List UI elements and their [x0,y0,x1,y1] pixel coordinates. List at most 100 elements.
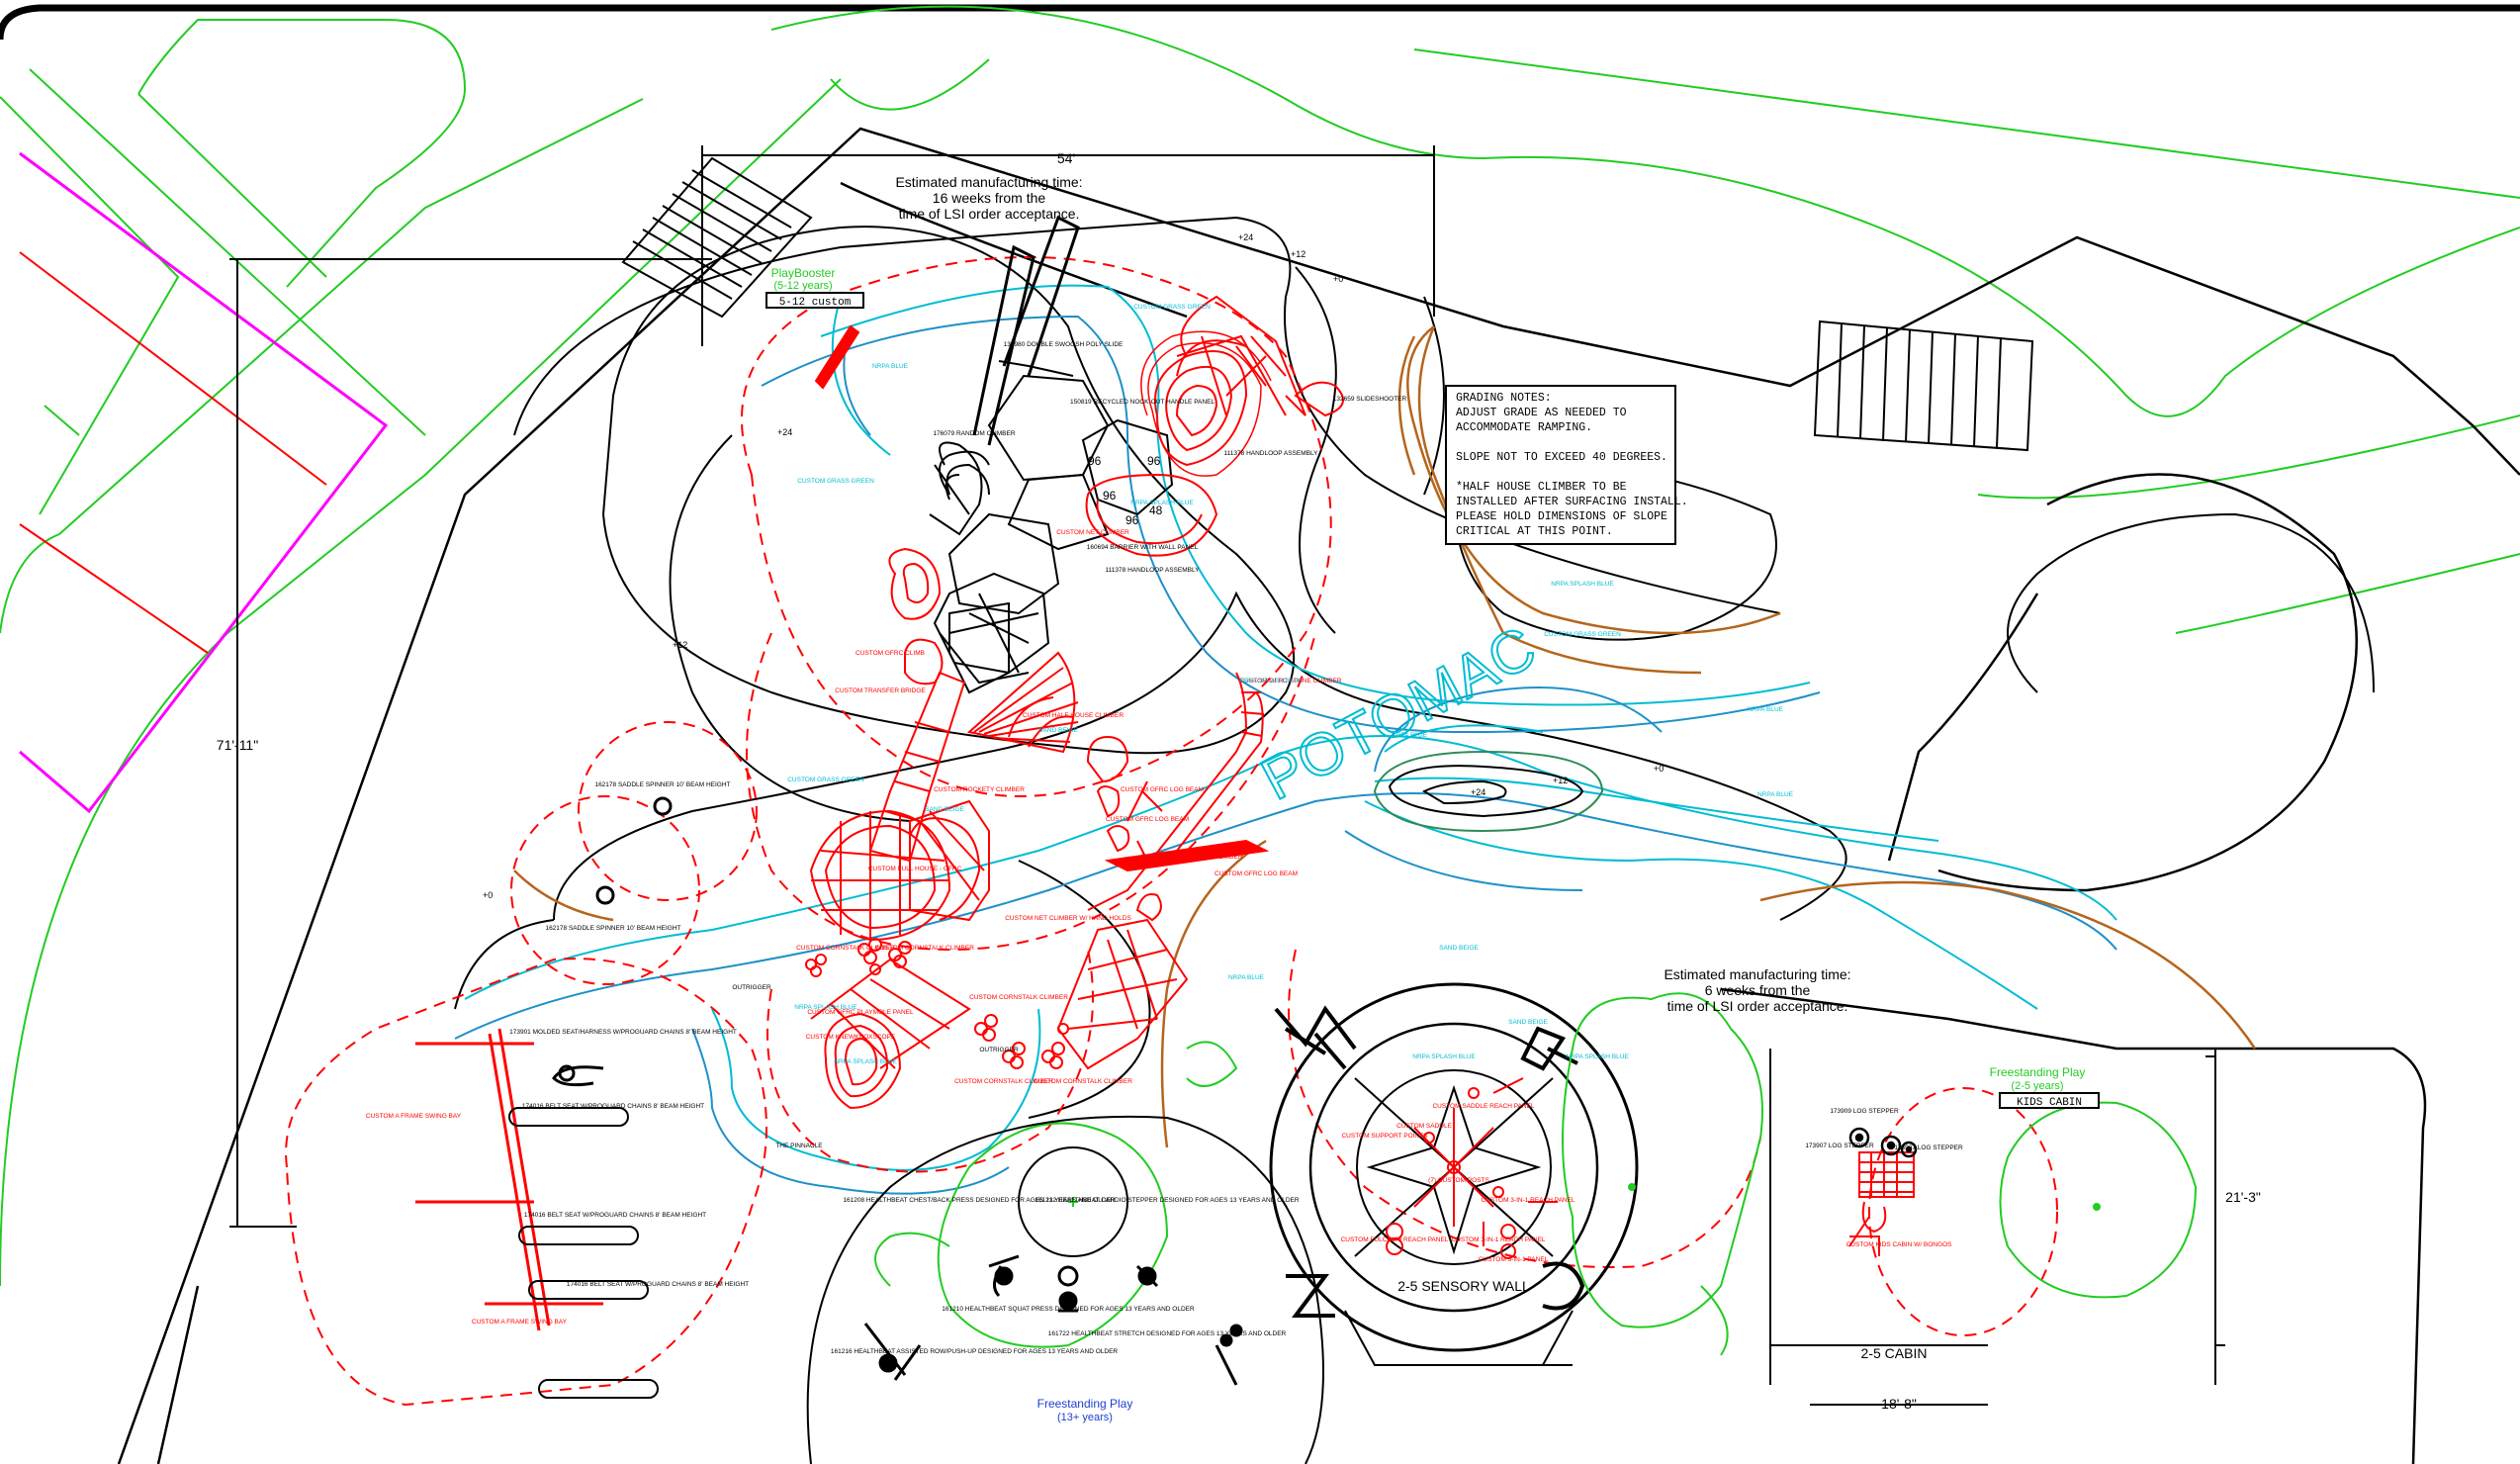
grading-note-line: ADJUST GRADE AS NEEDED TO [1456,407,1627,419]
surface-label: NRPA SPLASH BLUE [1551,581,1614,588]
cabin-label: 2-5 CABIN [1861,1345,1928,1361]
dim-height-left: 71'-11" [217,737,258,753]
equipment-label: CUSTOM CORNSTALK CLIMBER [1034,1078,1132,1085]
playbooster-tag-box [765,292,864,309]
saddle-spinners [595,796,673,905]
zone-labels: PlayBooster (5-12 years) 5-12 custom Fre… [765,266,2100,1423]
surface-label: SAND BEIGE [1439,945,1479,952]
equipment-label: CUSTOM KNEWKNOXSCOPE [806,1034,896,1041]
surface-label: NRPA BLUE [1228,974,1265,981]
potomac-river-label: POTOMAC [1251,613,1546,812]
deck-height: 48 [1149,503,1163,517]
grading-note-line: CRITICAL AT THIS POINT. [1456,525,1613,538]
drawing-border [0,4,2520,41]
playbooster-tag: 5-12 custom [779,297,852,309]
sensory-wall-label: 2-5 SENSORY WALL [1397,1278,1530,1294]
equipment-label: CUSTOM 3-IN-1 REACH PANEL [1481,1197,1575,1204]
freestanding-teen-name: Freestanding Play [1037,1397,1133,1411]
equipment-label: 174016 BELT SEAT W/PROGUARD CHAINS 8' BE… [524,1212,706,1219]
equipment-label: CUSTOM CORNSTALK CLIMBER [796,945,895,952]
play-structure-decks [933,215,1174,694]
deck-height: 96 [1125,513,1139,527]
freestanding-small-name: Freestanding Play [1990,1065,2086,1079]
surface-labels: CUSTOM GRASS GREEN NRPA BLUE CUSTOM GRASS … [787,304,1793,1065]
freestanding-teen-ages: (13+ years) [1057,1412,1113,1423]
surface-label: SAND BEIGE [925,806,964,813]
kids-cabin-tag: KIDS CABIN [2017,1097,2082,1109]
elevation-tag: +12 [673,640,687,650]
equipment-label: CUSTOM GFRC LOG BEAM [1215,870,1298,877]
sensory-wall-red-panels [1386,1077,1558,1259]
elevation-tag: +0 [1333,274,1343,284]
grading-note-line: PLEASE HOLD DIMENSIONS OF SLOPE [1456,510,1667,523]
equipment-label: CUSTOM SADDLE REACH PANEL [1432,1103,1534,1110]
edging-brown [513,325,2257,1148]
grading-note-line: GRADING NOTES: [1456,392,1552,405]
equipment-label: CUSTOM GFRC PLAYMOLE PANEL [807,1009,914,1016]
equipment-label: 162178 SADDLE SPINNER 10' BEAM HEIGHT [545,925,680,932]
fitness-zone-outline [806,1049,2216,1464]
equipment-label: 174016 BELT SEAT W/PROGUARD CHAINS 8' BE… [522,1103,704,1110]
equipment-label: 161208 HEALTHBEAT CHEST/BACK PRESS DESIG… [843,1197,1115,1204]
equipment-label: 161210 HEALTHBEAT SQUAT PRESS DESIGNED F… [942,1306,1195,1313]
deck-height: 96 [1103,489,1117,503]
surface-label: SAND BEIGE [1038,727,1078,734]
elevation-tag: +0 [1654,764,1664,774]
equipment-label: 136980 DOUBLE SWOOSH POLY SLIDE [1004,341,1124,348]
equipment-label: 173909 LOG STEPPER [1830,1108,1899,1115]
ramp-stairs-left [621,156,813,319]
equipment-label: 162178 SADDLE SPINNER 10' BEAM HEIGHT [594,781,730,788]
equipment-label: THE PINNACLE [775,1143,823,1149]
equipment-label: CUSTOM CORNSTALK CLIMBER [969,994,1068,1001]
left-boundary-lines [19,151,389,814]
grading-notes-box [1445,385,1676,545]
equipment-label: CUSTOM NET CLIMBER [1056,529,1129,536]
equipment-label: 173907 LOG STEPPER [1894,1144,1963,1151]
swing-seats [508,1107,659,1399]
site-green-lines [0,5,2520,1287]
elevation-tag: +24 [1471,787,1485,797]
surface-label: CUSTOM GRASS GREEN [1544,631,1621,638]
equipment-label: OUTRIGGER [979,1047,1019,1053]
equipment-label: 173907 LOG STEPPER [1805,1143,1874,1149]
pond-contours [1373,750,1604,833]
elevation-tag: +12 [1291,249,1305,259]
surface-label: CUSTOM GRASS GREEN [787,777,864,783]
elevation-labels: +24 +12 +0 +24 +12 +0 +12 +0 +24 [483,232,1664,900]
bike-circle [1887,473,2358,892]
surface-label: NRPA SPLASH BLUE [1566,1053,1629,1060]
equipment-label: CUSTOM CORNSTALK CLIMBER [954,1078,1053,1085]
equipment-label: CUSTOM KIDS CABIN W/ BONGOS [1846,1241,1952,1248]
equipment-label: CUSTOM A FRAME SWING BAY [366,1113,462,1120]
freestanding-small-ages: (2-5 years) [2011,1080,2063,1092]
equipment-label: 160694 BARRIER WITH WALL PANEL [1087,544,1199,551]
mfg-note-right-1: Estimated manufacturing time: [1664,966,1850,982]
equipment-label: 111378 HANDLOOP ASSEMBLY [1106,567,1201,574]
elevation-tag: +12 [1553,776,1568,785]
surface-label: CUSTOM GRASS GREEN [797,478,874,485]
surface-label: NRPA SPLASH BLUE [1130,500,1194,506]
equipment-label: CUSTOM SUPPORT POINTS [1341,1133,1428,1140]
elevation-tag: +0 [483,890,493,900]
mfg-note-top-3: time of LSI order acceptance. [899,206,1080,222]
equipment-red [415,295,1915,1331]
surface-label: CUSTOM GRASS GREEN [1133,304,1211,311]
deck-height: 96 [1147,454,1161,468]
equipment-label: CUSTOM FULL HOUSE - GFRC [868,866,962,872]
playbooster-name: PlayBooster [771,266,836,280]
equipment-label: CUSTOM NET CLIMBER W/ HAND HOLDS [1005,915,1131,922]
equipment-label: (7) CUSTOM POSTS [1428,1177,1489,1184]
equipment-label: CUSTOM ROCKETY CLIMBER [934,786,1025,793]
grading-contours [454,216,2375,1119]
fitness-equipment [552,1064,1243,1386]
surface-label: NRPA SPLASH BLUE [794,1004,857,1011]
sensory-wall-circles [1269,982,1639,1366]
equipment-label: CUSTOM 3-IN-1 PANEL [1479,1256,1549,1263]
equipment-fill-rings [1140,330,1272,477]
use-zones-dashed [285,256,2058,1407]
equipment-label: CUSTOM GFRC LOG BEAM [1106,816,1189,823]
equipment-label: CUSTOM GFRC CLIMB [855,650,925,657]
equipment-label: 161216 HEALTHBEAT ASSISTED ROW/PUSH-UP D… [831,1348,1118,1355]
